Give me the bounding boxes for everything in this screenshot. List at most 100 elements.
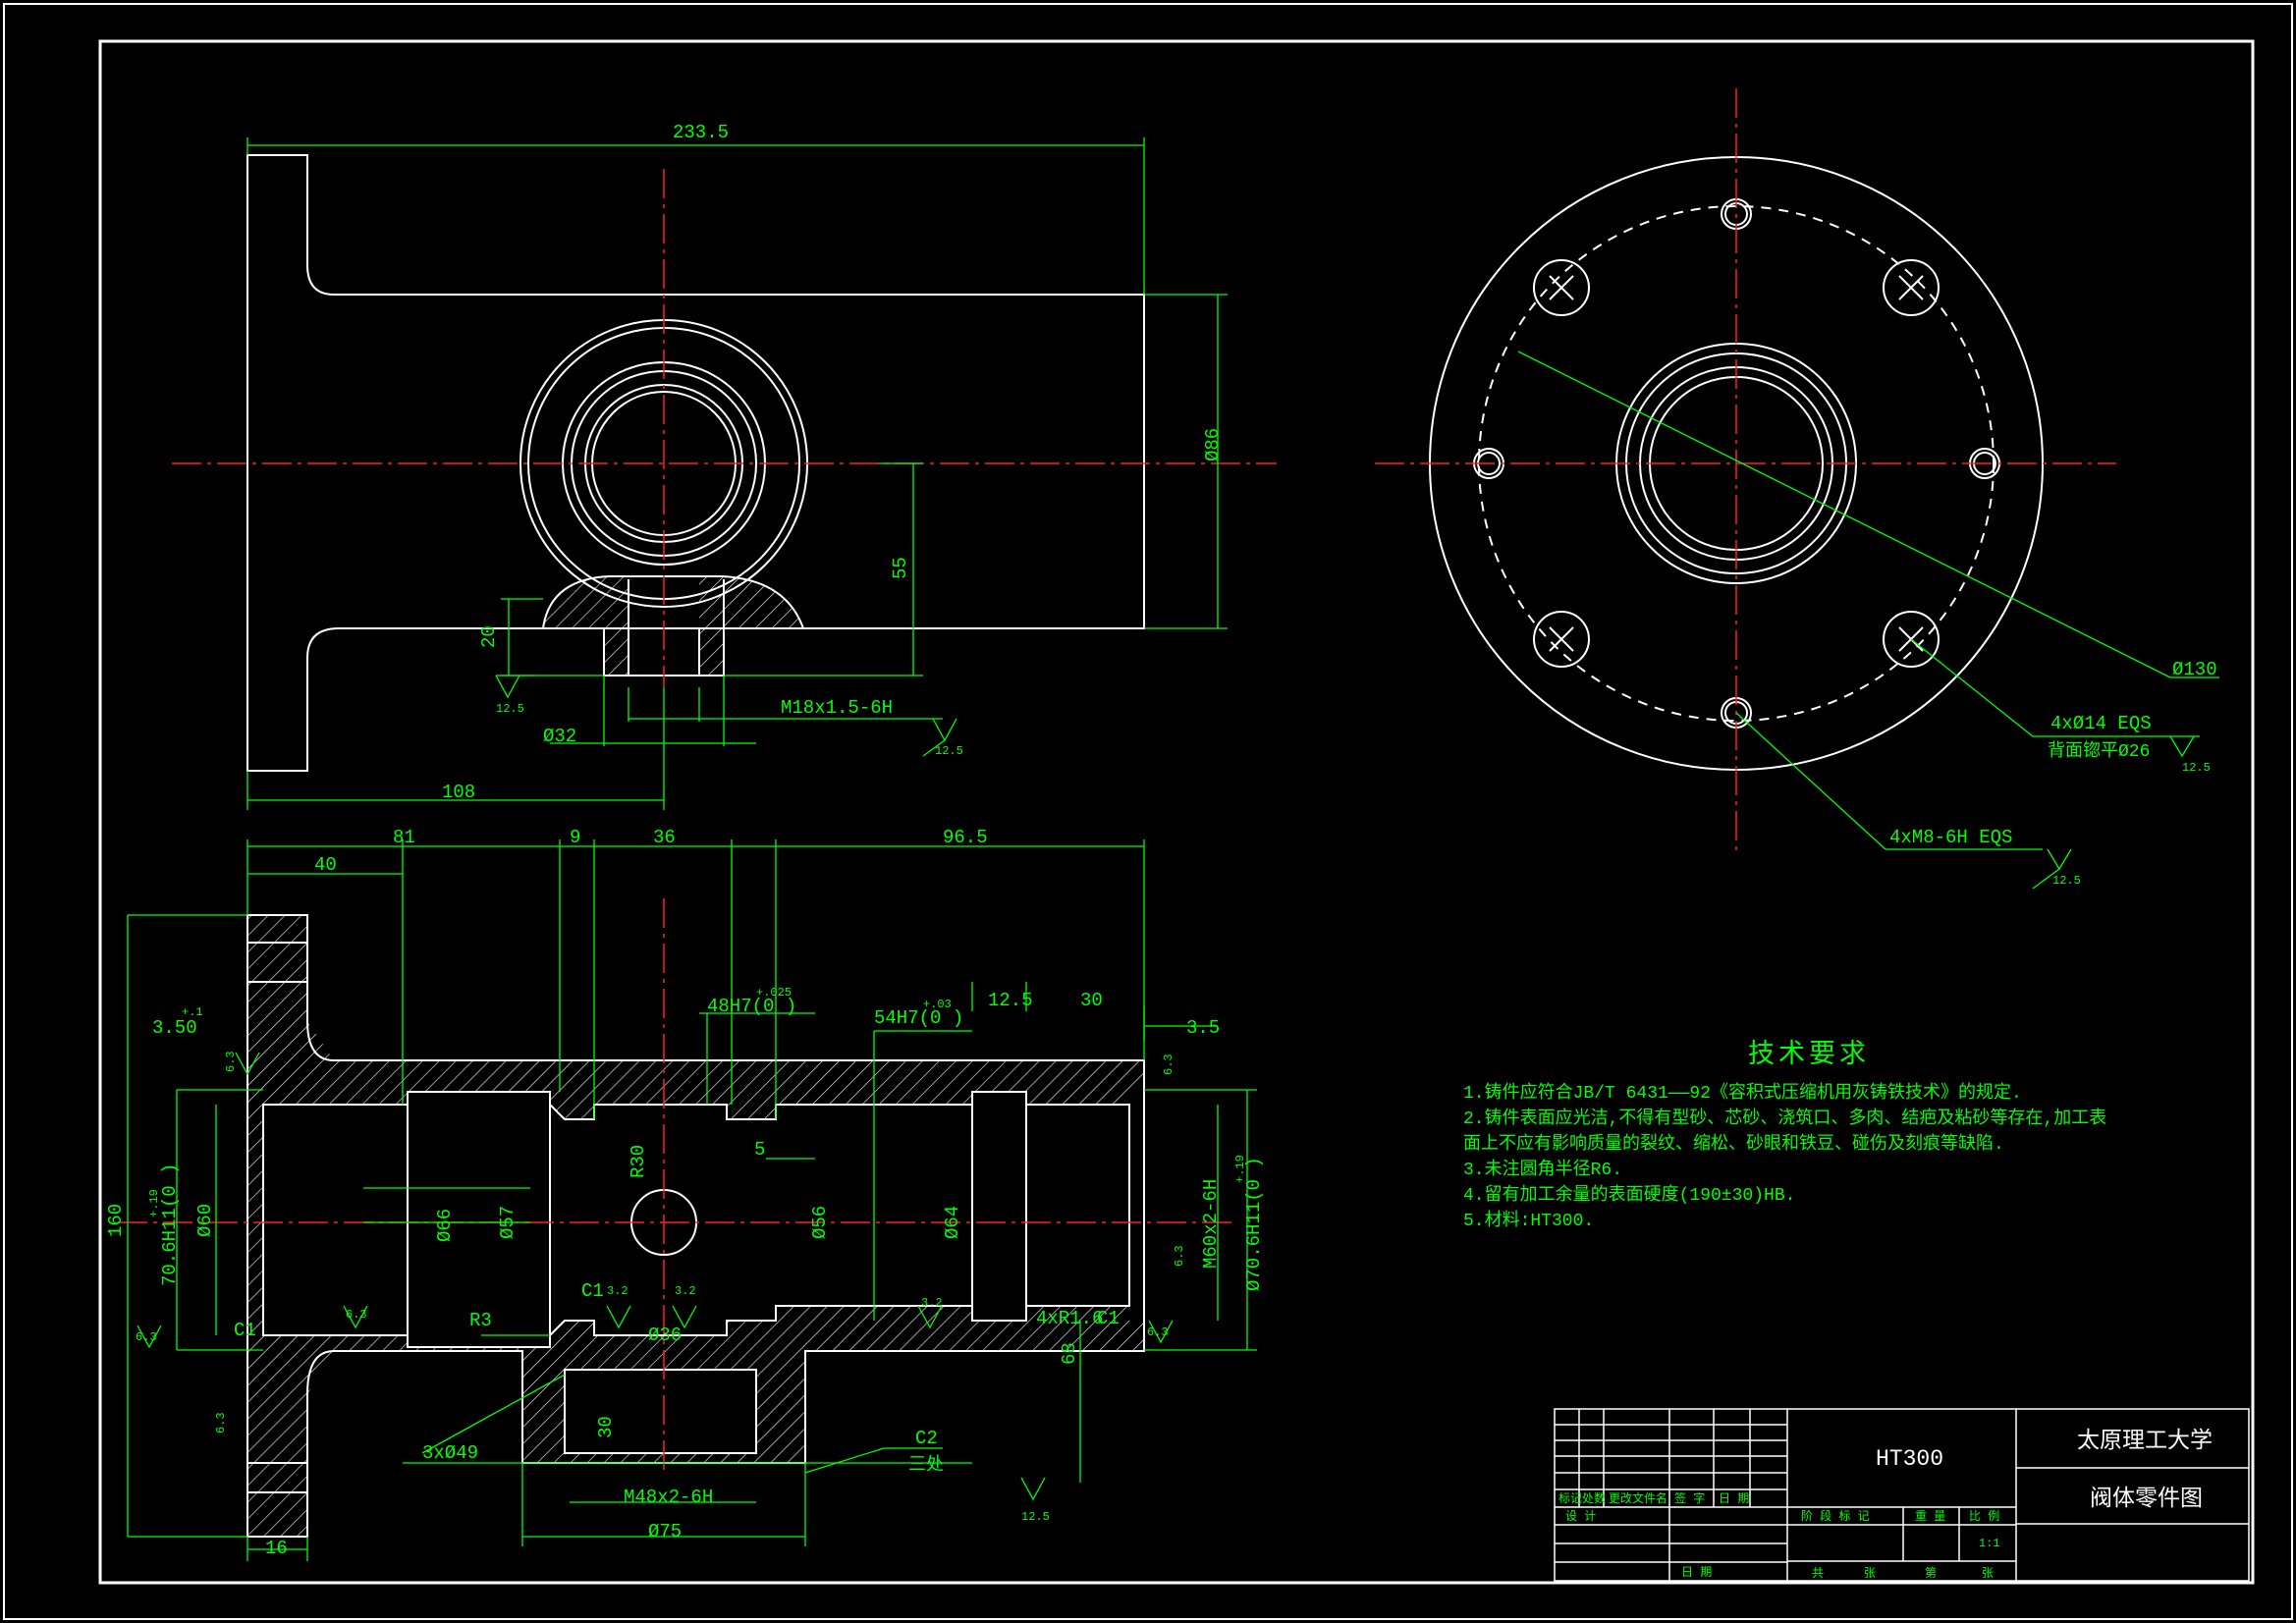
dim-5: 5	[754, 1139, 765, 1161]
centerlines-side	[1375, 88, 2116, 854]
dim-160: 160	[105, 1204, 127, 1237]
dim-c1-mid: C1	[581, 1280, 604, 1302]
roughness-12-5-e: 12.5	[1021, 1510, 1050, 1524]
tb-h-sheet: 张	[1864, 1566, 1876, 1581]
dim-dia-57: Ø57	[497, 1206, 519, 1239]
dim-dia-86: Ø86	[1202, 428, 1224, 461]
dim-thread-m18: M18x1.5-6H	[781, 697, 893, 719]
dim-3-holes-49: 3xØ49	[422, 1442, 478, 1464]
tb-h-no: 第	[1925, 1566, 1937, 1581]
centerlines-section	[118, 898, 1237, 1473]
dim-dia-36: Ø36	[648, 1325, 682, 1346]
dim-dia-64: Ø64	[942, 1206, 963, 1239]
requirement-item-2-cont: 面上不应有影响质量的裂纹、缩松、砂眼和铁豆、碰伤及刻痕等缺陷.	[1463, 1133, 2004, 1155]
dim-bore-54: 54H7(0 )	[874, 1007, 963, 1029]
roughness-6-3-g: 6.3	[214, 1412, 228, 1434]
dim-three-places: 三处	[908, 1454, 944, 1476]
roughness-12-5-d: 12.5	[2052, 874, 2081, 888]
dim-81: 81	[393, 827, 415, 848]
dim-68: 68	[1059, 1342, 1080, 1365]
requirement-item-2: 2.铸件表面应光洁,不得有型砂、芯砂、浇筑口、多肉、结疤及粘砂等存在,加工表	[1463, 1108, 2106, 1129]
section-view-bore	[262, 1091, 1130, 1454]
tol-019-left: +.19	[147, 1189, 161, 1217]
dim-dia-75: Ø75	[648, 1521, 682, 1542]
tol-03: +.03	[923, 998, 952, 1011]
dim-dia-66: Ø66	[434, 1209, 456, 1242]
dim-holes-14: 4xØ14 EQS	[2050, 713, 2152, 734]
dim-36: 36	[653, 827, 676, 848]
roughness-6-3-b: 6.3	[136, 1330, 157, 1344]
dim-spotface: 背面锪平Ø26	[2048, 740, 2150, 762]
tb-h-count: 处数	[1582, 1490, 1606, 1506]
dims-section	[127, 839, 1257, 1561]
dim-length-233: 233.5	[673, 122, 729, 143]
roughness-12-5-c: 12.5	[2182, 761, 2211, 775]
dim-55: 55	[890, 557, 911, 579]
tb-h-file: 更改文件名	[1609, 1490, 1667, 1506]
dim-70-6-h11-left: 70.6H11(0 )	[159, 1163, 181, 1286]
centerlines-front	[172, 169, 1277, 687]
tol-025: +.025	[756, 986, 792, 1000]
tb-h-ratio: 比 例	[1969, 1509, 1999, 1524]
dims-front-text: 233.5 Ø86 55 20 Ø32 M18x1.5-6H 108 12.5 …	[442, 122, 1224, 803]
roughness-3-2-a: 3.2	[607, 1284, 629, 1298]
outer-border	[3, 3, 2293, 1620]
tb-part-name: 阀体零件图	[2090, 1486, 2203, 1512]
dim-dia-32: Ø32	[543, 726, 576, 747]
roughness-12-5-b: 12.5	[935, 744, 963, 758]
dim-dia-56: Ø56	[809, 1206, 831, 1239]
dim-m48: M48x2-6H	[624, 1487, 713, 1508]
dim-9: 9	[570, 827, 580, 848]
tb-h-mark: 标记	[1558, 1491, 1582, 1506]
roughness-6-3-d: 6.3	[1147, 1325, 1169, 1339]
dim-bore-48: 48H7(0 )	[707, 996, 796, 1017]
tol-plus-1: +.1	[182, 1005, 203, 1019]
dim-16: 16	[265, 1538, 288, 1559]
dim-40: 40	[314, 854, 337, 876]
title-block-text: 标记 处数 更改文件名 签 字 日 期 设 计 日 期 阶 段 标 记 重 量 …	[1558, 1428, 2213, 1581]
requirement-item-3: 3.未注圆角半径R6.	[1463, 1159, 1622, 1180]
dim-dia-70-6-h11: Ø70.6H11(0 )	[1243, 1157, 1265, 1291]
tb-h-design: 设 计	[1565, 1509, 1596, 1524]
roughness-6-3-c: 6.3	[346, 1308, 367, 1322]
requirement-item-1: 1.铸件应符合JB/T 6431——92《容积式压缩机用灰铸铁技术》的规定.	[1463, 1082, 2022, 1104]
roughness-6-3-a: 6.3	[224, 1051, 238, 1072]
dims-front	[246, 137, 1228, 810]
dim-c1-left: C1	[234, 1320, 256, 1341]
requirement-item-4: 4.留有加工余量的表面硬度(190±30)HB.	[1463, 1184, 1795, 1206]
dim-dia-130: Ø130	[2172, 659, 2217, 680]
tb-h-date: 日 期	[1719, 1491, 1749, 1506]
tb-h-day: 日 期	[1681, 1565, 1712, 1580]
dim-fillet-r1-6: 4xR1.6	[1036, 1308, 1103, 1329]
dim-20: 20	[478, 625, 500, 648]
dim-m60: M60x2-6H	[1200, 1179, 1222, 1269]
technical-requirements: 技术要求 1.铸件应符合JB/T 6431——92《容积式压缩机用灰铸铁技术》的…	[1463, 1039, 2106, 1231]
dim-12-5: 12.5	[988, 990, 1033, 1011]
dim-holes-m8: 4xM8-6H EQS	[1889, 827, 2012, 848]
tb-h-sheet2: 张	[1982, 1566, 1994, 1581]
front-view-section	[543, 576, 803, 676]
dim-r3: R3	[469, 1310, 492, 1331]
tb-h-stage: 阶 段 标 记	[1801, 1508, 1870, 1524]
dims-section-text: 81 40 9 36 96.5 160 3.50 +.1 70.6H11(0 )…	[105, 827, 1265, 1559]
tb-h-sign: 签 字	[1674, 1490, 1705, 1506]
dims-side-text: Ø130 4xØ14 EQS 背面锪平Ø26 4xM8-6H EQS 12.5 …	[1889, 659, 2217, 888]
roughness-6-3-e: 6.3	[1162, 1054, 1175, 1075]
dim-dia-60: Ø60	[194, 1204, 216, 1237]
tb-h-weight: 重 量	[1915, 1509, 1945, 1524]
tb-school: 太原理工大学	[2077, 1428, 2213, 1454]
dim-3-5: 3.5	[1186, 1017, 1220, 1039]
tb-scale: 1:1	[1979, 1537, 2000, 1550]
dim-108: 108	[442, 782, 475, 803]
dim-c2: C2	[915, 1428, 938, 1449]
roughness-3-2-b: 3.2	[675, 1284, 696, 1298]
roughness-3-2-c: 3.2	[921, 1296, 943, 1310]
tol-019-right: +.19	[1233, 1155, 1247, 1183]
requirements-title: 技术要求	[1748, 1039, 1870, 1071]
title-block	[1554, 1408, 2250, 1582]
dims-side	[1517, 351, 2219, 890]
roughness-6-3-f: 6.3	[1173, 1245, 1186, 1267]
tb-h-total: 共	[1812, 1566, 1824, 1581]
dim-30: 30	[1080, 990, 1103, 1011]
